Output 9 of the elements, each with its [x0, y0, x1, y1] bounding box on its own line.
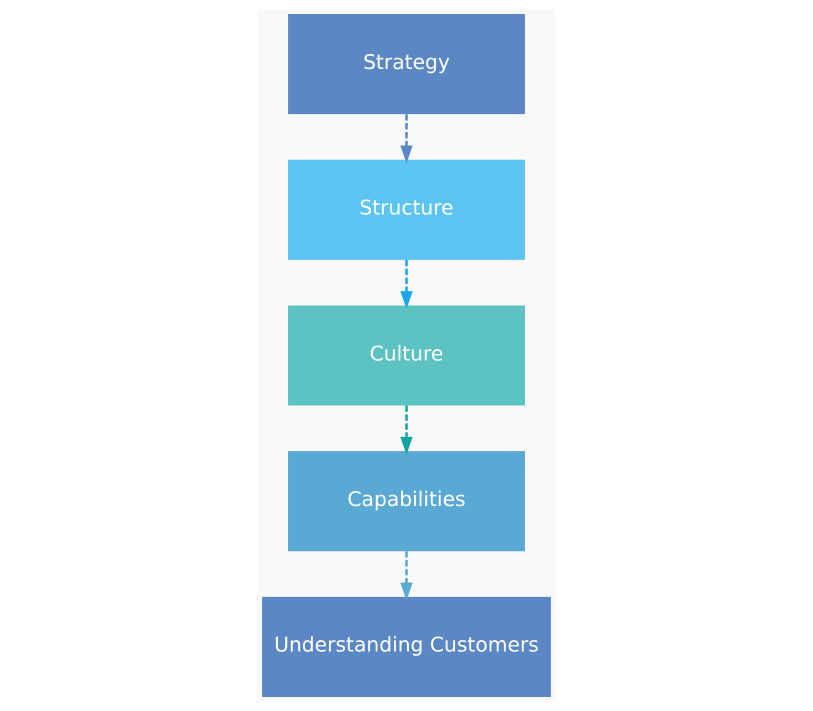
node-box: Structure — [288, 160, 525, 260]
arrow — [400, 114, 413, 164]
node-box: Understanding Customers — [262, 596, 551, 697]
arrow — [400, 260, 413, 309]
node-box: Strategy — [288, 14, 525, 114]
node-box: Culture — [288, 305, 525, 406]
arrow — [400, 551, 413, 600]
arrow — [400, 406, 413, 455]
node-box: Capabilities — [288, 451, 525, 552]
